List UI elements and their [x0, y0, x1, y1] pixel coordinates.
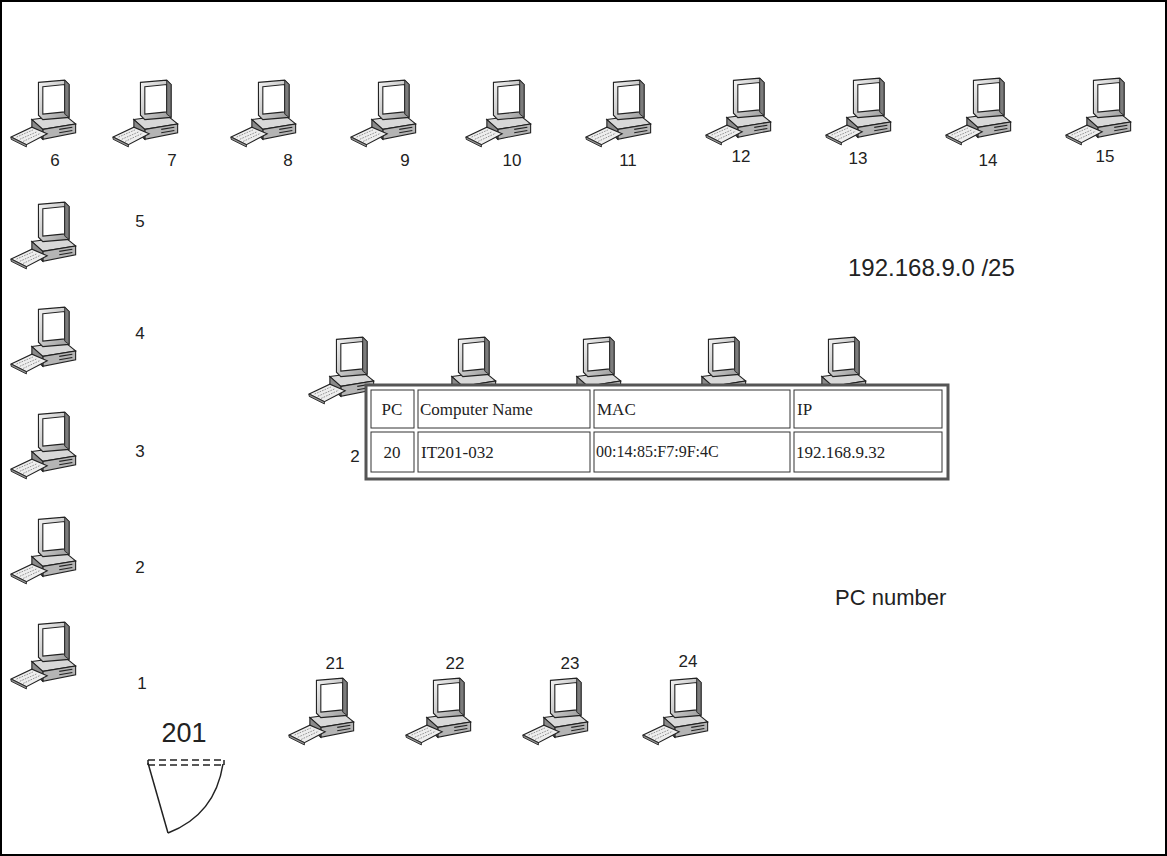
pc-number: 8 [283, 152, 292, 169]
table-header: PC [382, 401, 403, 418]
table-cell: 192.168.9.32 [796, 444, 885, 461]
pc-number: 11 [619, 152, 637, 169]
table-cell: 00:14:85:F7:9F:4C [596, 444, 719, 460]
pc-number: 3 [135, 443, 144, 460]
legend-note: PC number [835, 587, 946, 609]
pc-number: 5 [135, 213, 144, 230]
pc-number: 6 [50, 152, 59, 169]
table-cell: 20 [384, 444, 401, 461]
pc-number: 10 [503, 152, 522, 169]
room-number: 201 [161, 720, 206, 747]
pc-number: 15 [1096, 148, 1115, 165]
pc-number: 13 [849, 150, 868, 167]
pc-number: 23 [561, 655, 580, 672]
pc-number: 24 [679, 653, 698, 670]
computer-icons [11, 78, 1131, 745]
info-table [366, 385, 948, 479]
table-header: IP [797, 401, 812, 418]
pc-number: 12 [732, 148, 751, 165]
pc-number: 21 [326, 655, 345, 672]
pc-number: 4 [135, 325, 144, 342]
pc-number: 2 [350, 448, 359, 465]
table-header: Computer Name [420, 401, 533, 418]
pc-number: 1 [137, 675, 146, 692]
subnet-label: 192.168.9.0 /25 [848, 256, 1015, 280]
pc-number: 22 [446, 655, 465, 672]
pc-number: 7 [167, 152, 176, 169]
pc-number: 2 [135, 559, 144, 576]
table-header: MAC [597, 401, 636, 418]
table-cell: IT201-032 [421, 444, 494, 461]
pc-number: 14 [979, 152, 998, 169]
pc-number: 9 [400, 152, 409, 169]
door-symbol [148, 760, 224, 833]
